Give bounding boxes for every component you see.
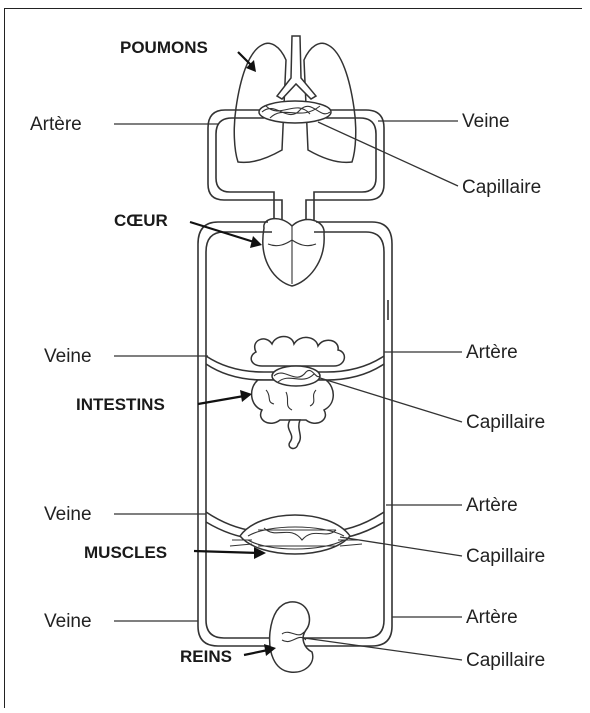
kidneys-artery-label: Artère [466,607,518,628]
kidneys-label: REINS [180,647,232,666]
lungs-vein-label: Veine [462,111,510,132]
intestines-label: INTESTINS [76,395,165,414]
lungs-capillary-label: Capillaire [462,177,541,198]
intestines-capillary-label: Capillaire [466,412,545,433]
heart-illustration [263,219,324,286]
lungs-artery-label: Artère [30,114,82,135]
muscles-vein-label: Veine [44,504,92,525]
heart-label: CŒUR [114,211,168,230]
kidneys-vein-label: Veine [44,611,92,632]
muscles-illustration [206,512,384,554]
intestines-vein-label: Veine [44,346,92,367]
kidneys-capillary-label: Capillaire [466,650,545,671]
lungs-illustration [234,36,355,162]
intestines-artery-label: Artère [466,342,518,363]
muscles-artery-label: Artère [466,495,518,516]
lungs-label: POUMONS [120,38,208,57]
kidney-illustration [270,602,313,672]
intestines-illustration [206,337,384,449]
muscles-capillary-label: Capillaire [466,546,545,567]
muscles-label: MUSCLES [84,543,167,562]
